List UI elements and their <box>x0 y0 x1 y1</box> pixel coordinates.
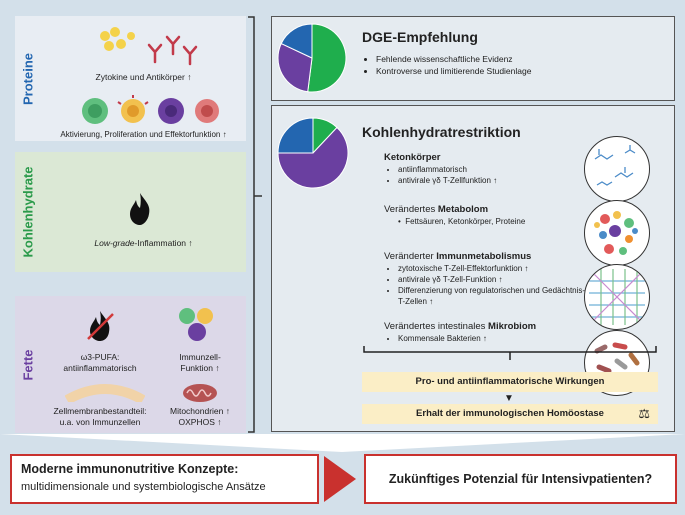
bottom-right-box: Zukünftiges Potenzial für Intensivpatien… <box>364 454 677 504</box>
kh-section-mikrobiom: Verändertes intestinales Mikrobiom Komme… <box>384 321 584 344</box>
bottom-right-text: Zukünftiges Potenzial für Intensivpatien… <box>388 472 653 486</box>
proteins-caption-1: Zytokine und Antikörper ↑ <box>95 72 192 82</box>
flame-icon <box>130 193 150 225</box>
kh-title: Kohlenhydratrestriktion <box>362 124 521 140</box>
down-arrow-icon: ▼ <box>504 393 514 404</box>
fats-c4-line1: Mitochondrien ↑ <box>169 406 230 416</box>
fats-c2-line1: Immunzell- <box>179 352 221 362</box>
pie-slice <box>280 23 313 59</box>
right-arrow-icon <box>324 456 356 502</box>
bottom-left-normal: multidimensionale und systembiologische … <box>21 481 266 493</box>
bottom-left-bold: Moderne immunonutritive Konzepte: <box>21 462 239 476</box>
kh-section-metabolom: Verändertes Metabolom • Fettsäuren, Keto… <box>384 204 526 226</box>
fats-c1-line1: ω3-PUFA: <box>80 352 120 362</box>
carbs-panel: Kohlenhydrate Low-grade-Inflammation ↑ <box>15 152 246 272</box>
mitochondrion-icon <box>183 384 217 402</box>
pie-slice <box>277 117 314 154</box>
fats-label: Fette <box>20 348 36 381</box>
carbs-caption-italic: Low-grade <box>94 238 135 248</box>
crossed-flame-icon <box>87 311 114 341</box>
left-bracket <box>248 16 262 433</box>
fats-panel: Fette ω3-PUFA: antiinflammatorisch Immun… <box>15 296 246 433</box>
proteins-panel: Proteine Zytokine und Antikörper ↑ Aktiv… <box>15 16 246 141</box>
ketone-molecules-image <box>584 136 650 202</box>
pie-slice <box>307 23 347 93</box>
proteins-caption-2: Aktivierung, Proliferation und Effektorf… <box>60 130 227 139</box>
scale-icon: ⚖ <box>638 406 650 421</box>
dge-box: DGE-Empfehlung Fehlende wissenschaftlich… <box>271 16 675 101</box>
fats-c3-line2: u.a. von Immunzellen <box>59 417 141 427</box>
carbs-label: Kohlenhydrate <box>20 166 36 258</box>
fats-c4-line2: OXPHOS ↑ <box>178 417 222 427</box>
bottom-left-box: Moderne immunonutritive Konzepte: multid… <box>10 454 319 504</box>
section-title: Mikrobiom <box>488 321 537 332</box>
homeostasis-bar: Erhalt der immunologischen Homöostase ⚖ <box>362 404 658 424</box>
fats-c1-line2: antiinflammatorisch <box>63 363 137 373</box>
dge-bullets: Fehlende wissenschaftliche Evidenz Kontr… <box>362 53 531 77</box>
dge-title: DGE-Empfehlung <box>362 29 478 45</box>
dge-pie <box>277 23 347 93</box>
section-title: Metabolom <box>437 204 489 215</box>
bottom-funnel <box>0 434 685 452</box>
pie-slice <box>277 126 349 189</box>
kh-box: Kohlenhydratrestriktion Ketonkörper anti… <box>271 105 675 432</box>
section-title: Immunmetabolismus <box>436 251 532 262</box>
kh-brace <box>363 346 657 360</box>
fats-c2-line2: Funktion ↑ <box>180 363 220 373</box>
kh-pie <box>277 117 349 189</box>
proteins-label: Proteine <box>20 52 36 105</box>
dge-bullet: Kontroverse und limitierende Studienlage <box>376 65 531 77</box>
immunometabolism-image <box>584 264 650 330</box>
fats-c3-line1: Zellmembranbestandteil: <box>53 406 147 416</box>
immune-cells-small-icon <box>179 308 213 341</box>
homeostasis-text: Erhalt der immunologischen Homöostase <box>416 408 604 419</box>
dge-bullet: Fehlende wissenschaftliche Evidenz <box>376 53 531 65</box>
cell-membrane-icon <box>65 384 145 402</box>
pie-slice <box>277 42 313 93</box>
kh-section-ketone: Ketonkörper antiinflammatorisch antivira… <box>384 152 584 186</box>
carbs-caption-rest: -Inflammation ↑ <box>134 238 193 248</box>
metabolome-image <box>584 200 650 266</box>
kh-section-immunmetabolismus: Veränderter Immunmetabolismus zytotoxisc… <box>384 251 589 307</box>
effects-bar: Pro- und antiinflammatorische Wirkungen <box>362 372 658 392</box>
cytokines-antibodies-icon <box>100 27 198 66</box>
immune-cells-icon <box>82 95 219 124</box>
section-title: Ketonkörper <box>384 152 441 163</box>
